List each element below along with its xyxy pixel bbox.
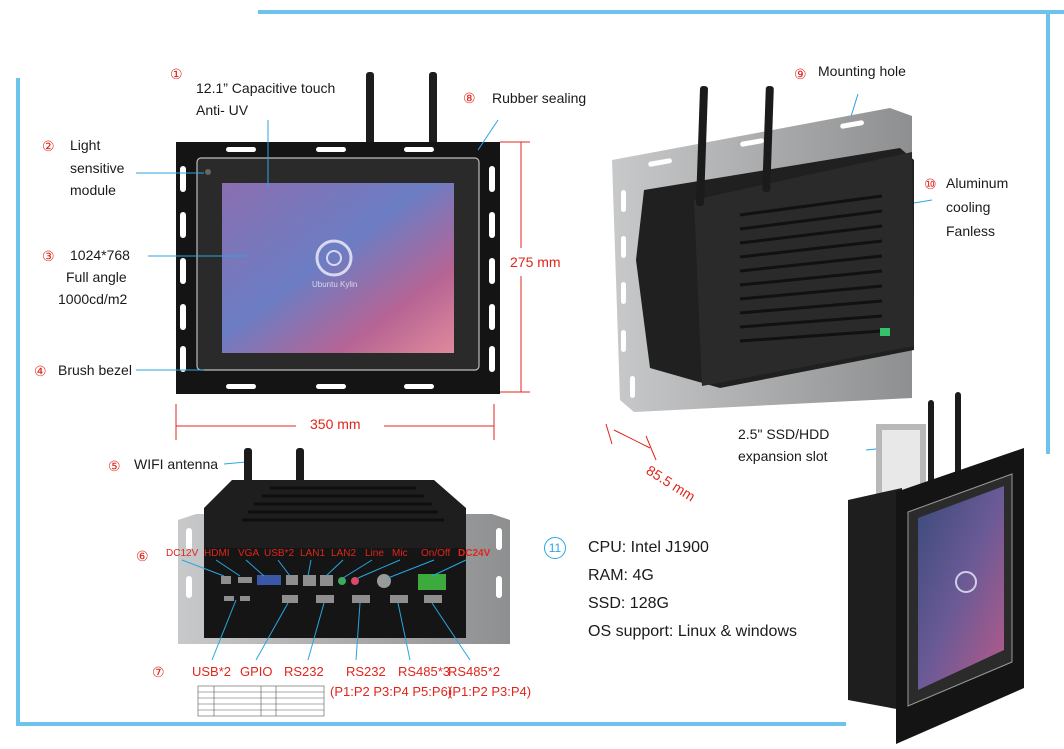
height-dimension: 275 mm <box>510 254 561 270</box>
frame-left-line <box>16 78 20 726</box>
frame-bottom-line <box>16 722 846 726</box>
callout-3-number: ③ <box>42 248 55 264</box>
callout-7-number: ⑦ <box>152 664 165 680</box>
callout-10-line3: Fanless <box>946 223 996 239</box>
callout-10-line1: Aluminum <box>946 175 1009 191</box>
callout-8-number: ⑧ <box>463 90 476 106</box>
port-label-mic: Mic <box>392 548 408 559</box>
callout-2-line1: Light <box>70 137 101 153</box>
front-screen <box>222 183 454 353</box>
callout-3-line3: 1000cd/m2 <box>58 291 128 307</box>
frame-top-line <box>258 10 1064 14</box>
width-dimension: 350 mm <box>310 416 361 432</box>
frame-right-line <box>1046 14 1050 454</box>
depth-dimension-lines <box>605 423 657 461</box>
bottom-view-panel <box>178 448 510 644</box>
port-label-usb: USB*2 <box>264 548 295 559</box>
port-label-dc12v: DC12V <box>166 548 199 559</box>
port-label-line: Line <box>365 548 384 559</box>
callout-9-line1: Mounting hole <box>818 63 906 79</box>
callout-1-line1: 12.1” Capacitive touch <box>196 80 336 96</box>
screen-logo-text: Ubuntu Kylin <box>312 280 358 289</box>
callout-3-line2: Full angle <box>66 269 127 285</box>
port-label-dc24v: DC24V <box>458 548 491 559</box>
ssd-callout-line2: expansion slot <box>738 448 828 464</box>
front-antenna-right <box>429 72 437 152</box>
callout-2-line3: module <box>70 182 116 198</box>
spec-os: OS support: Linux & windows <box>588 623 797 640</box>
callout-1-line2: Anti- UV <box>196 102 249 118</box>
callout-4-line1: Brush bezel <box>58 362 132 378</box>
side-view-panel <box>612 85 914 412</box>
port-label-vga: VGA <box>238 548 260 559</box>
ssd-callout-line1: 2.5" SSD/HDD <box>738 426 830 442</box>
port-label-rs485-2: RS485*2 <box>448 664 501 679</box>
callout-2-number: ② <box>42 138 55 154</box>
port-label-lan1: LAN1 <box>300 548 326 559</box>
front-antenna-left <box>366 72 374 152</box>
callout-9-number: ⑨ <box>794 66 807 82</box>
callout-4-number: ④ <box>34 363 47 379</box>
port-label-onoff: On/Off <box>421 548 451 559</box>
port-label-gpio: GPIO <box>240 664 273 679</box>
port-label-usb-bottom: USB*2 <box>192 664 232 679</box>
ssd-view-panel <box>848 392 1024 744</box>
pin-table <box>197 685 325 717</box>
front-dimension-lines <box>175 141 530 440</box>
spec-number-badge: 11 <box>544 537 566 559</box>
callout-5-line1: WIFI antenna <box>134 456 219 472</box>
front-view-panel <box>176 72 500 394</box>
screen-logo-icon <box>315 239 353 277</box>
port-label-hdmi: HDMI <box>204 548 230 559</box>
callout-10-line2: cooling <box>946 199 991 215</box>
callout-8-line1: Rubber sealing <box>492 90 587 106</box>
rs485-pin-note: (P1:P2 P3:P4) <box>448 684 532 699</box>
port-label-rs232-b: RS232 <box>346 664 386 679</box>
port-label-lan2: LAN2 <box>331 548 357 559</box>
spec-ssd: SSD: 128G <box>588 595 669 612</box>
callout-2-line2: sensitive <box>70 160 125 176</box>
callout-1-number: ① <box>170 66 183 82</box>
port-label-rs485-3: RS485*3 <box>398 664 451 679</box>
spec-cpu: CPU: Intel J1900 <box>588 539 709 556</box>
port-label-rs232-a: RS232 <box>284 664 324 679</box>
callout-5-number: ⑤ <box>108 458 121 474</box>
callout-10-number: ⑩ <box>924 176 937 192</box>
spec-ram: RAM: 4G <box>588 567 654 584</box>
callout-3-line1: 1024*768 <box>70 247 130 263</box>
rs232-pin-note: (P1:P2 P3:P4 P5:P6) <box>330 684 453 699</box>
port-leader-lines <box>181 559 471 661</box>
callout-6-number: ⑥ <box>136 548 149 564</box>
